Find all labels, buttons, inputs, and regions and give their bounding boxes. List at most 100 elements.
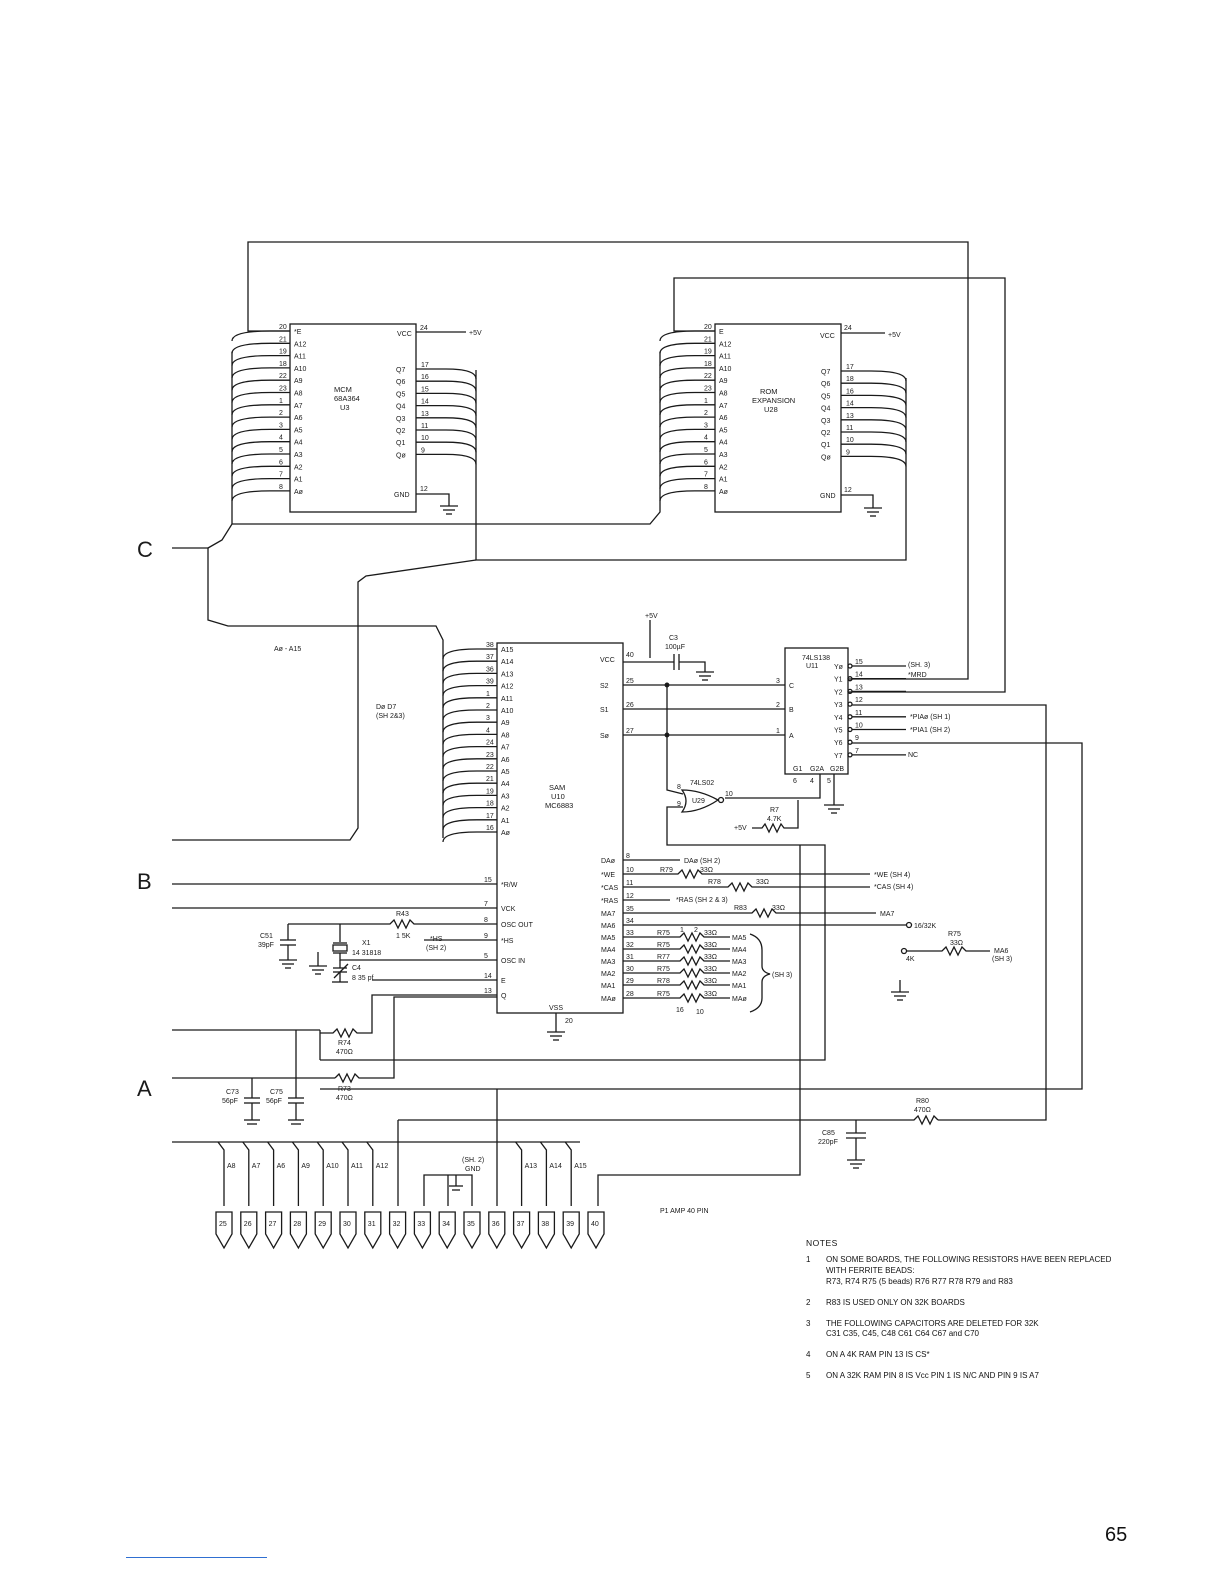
note-number: 4: [806, 1350, 811, 1360]
c4-label: C4: [352, 965, 361, 972]
p1-label: P1 AMP 40 PIN: [660, 1208, 709, 1215]
u3-ref: U3: [340, 403, 350, 412]
u11-pin-12: 12: [855, 697, 863, 704]
note-number: 5: [806, 1371, 811, 1381]
res-pin10: 10: [696, 1009, 704, 1016]
u10-signal-Aø: Aø: [501, 830, 511, 837]
edge-pin-33: 33: [417, 1221, 425, 1228]
u28-pin-2: 2: [704, 410, 708, 417]
edge-pin-29: 29: [318, 1221, 326, 1228]
u10-pin-1: 1: [486, 691, 490, 698]
u10-signal-A10: A10: [501, 708, 514, 715]
u11-pin-11: 11: [855, 710, 862, 717]
u3-signal-Qø: Qø: [396, 452, 406, 459]
u10-pin-23: 23: [486, 752, 494, 759]
u10-pin-36: 36: [486, 666, 494, 673]
u3-vcc-pin: 24: [420, 325, 428, 332]
u11-pin-2: 2: [776, 702, 780, 709]
ma6-label: MA6: [994, 948, 1009, 955]
u10-signal-*CAS: *CAS: [601, 885, 618, 892]
note-text: R83 IS USED ONLY ON 32K BOARDS: [826, 1297, 965, 1307]
u28-signal-A11: A11: [719, 354, 731, 361]
y0-sheet: (SH. 3): [908, 662, 930, 669]
u10-signal-Sø: Sø: [600, 733, 610, 740]
u10-pin-10: 10: [626, 867, 634, 874]
edge-signal-A12: A12: [376, 1163, 389, 1170]
gnd-label: GND: [465, 1166, 481, 1173]
sam-right-signals: DAø (SH 2) R79 33Ω *WE (SH 4) R78 33Ω *C…: [623, 858, 1012, 1016]
u28-pin-5: 5: [704, 447, 708, 454]
u10-pin-40: 40: [626, 652, 634, 659]
r83-value: 33Ω: [772, 905, 785, 912]
u28-pin-22: 22: [704, 373, 712, 380]
u28-pin-10: 10: [846, 437, 854, 444]
u10-pin-19: 19: [486, 788, 494, 795]
u3-pin-18: 18: [279, 361, 287, 368]
edge-signal-A14: A14: [549, 1163, 562, 1170]
u11-signal-Y6: Y6: [834, 740, 843, 747]
u3-name: MCM: [334, 385, 352, 394]
u10-pin-24: 24: [486, 740, 494, 747]
u10-pin-11: 11: [626, 880, 633, 887]
u29-pin10: 10: [725, 791, 733, 798]
u11-signal-A: A: [789, 733, 794, 740]
u3-signal-A4: A4: [294, 440, 303, 447]
u28-vcc-pin: 24: [844, 325, 852, 332]
u3-pin-8: 8: [279, 484, 283, 491]
u10-pin-8: 8: [484, 917, 488, 924]
u10-signal-S2: S2: [600, 683, 609, 690]
u11-g1: G1: [793, 766, 802, 773]
u28-pin-4: 4: [704, 435, 708, 442]
u28-signal-Qø: Qø: [821, 454, 831, 461]
u28-pin-1: 1: [704, 398, 708, 405]
u11-signal-C: C: [789, 683, 794, 690]
r7-label: R7: [770, 807, 779, 814]
u10-signal-*WE: *WE: [601, 872, 615, 879]
ma-resistor-label: R78: [657, 978, 670, 985]
u28-signal-Q2: Q2: [821, 430, 830, 437]
c3-plus5: +5V: [645, 613, 658, 620]
u11-pin-9: 9: [855, 735, 859, 742]
u10-signal-A14: A14: [501, 659, 514, 666]
mrd-label: *MRD: [908, 672, 927, 679]
u3-signal-Q6: Q6: [396, 379, 405, 386]
u28-signal-A8: A8: [719, 391, 728, 398]
u28-signal-Q1: Q1: [821, 442, 830, 449]
u10-pin-13: 13: [484, 988, 492, 995]
u3-pin-7: 7: [279, 472, 283, 479]
r83-label: R83: [734, 905, 747, 912]
note-text: ON SOME BOARDS, THE FOLLOWING RESISTORS …: [826, 1255, 1112, 1287]
u3-signal-A2: A2: [294, 464, 303, 471]
ma-output-label: MAø: [732, 996, 748, 1003]
u10-pin-3: 3: [486, 715, 490, 722]
u3-pin-17: 17: [421, 362, 429, 369]
connector-a-label: A: [137, 1076, 152, 1101]
edge-pin-32: 32: [393, 1221, 401, 1228]
u10-pin-4: 4: [486, 727, 490, 734]
u10-signal-A8: A8: [501, 732, 510, 739]
r43-label: R43: [396, 911, 409, 918]
u10-signal-OSC IN: OSC IN: [501, 958, 525, 965]
u3-pin-13: 13: [421, 411, 429, 418]
edge-pin-39: 39: [566, 1221, 574, 1228]
u10-pin-2: 2: [486, 703, 490, 710]
u28-vcc: VCC: [820, 333, 835, 340]
edge-pin-30: 30: [343, 1221, 351, 1228]
c73-label: C73: [226, 1089, 239, 1096]
u3-signal-*E: *E: [294, 329, 302, 336]
u10-pin-34: 34: [626, 918, 634, 925]
u3-pin-9: 9: [421, 447, 425, 454]
ma-output-label: MA2: [732, 971, 747, 978]
u11-pin-13: 13: [855, 684, 863, 691]
u11-signal-Yø: Yø: [834, 664, 844, 671]
notes-heading: NOTES: [806, 1238, 838, 1248]
u10-pin-12: 12: [626, 893, 634, 900]
u28-pin-23: 23: [704, 386, 712, 393]
u10-signal-A5: A5: [501, 769, 510, 776]
u3-signal-A7: A7: [294, 403, 303, 410]
r73-value: 470Ω: [336, 1095, 353, 1102]
u10-signal-DAø: DAø: [601, 858, 616, 865]
c51-value: 39pF: [258, 942, 274, 949]
